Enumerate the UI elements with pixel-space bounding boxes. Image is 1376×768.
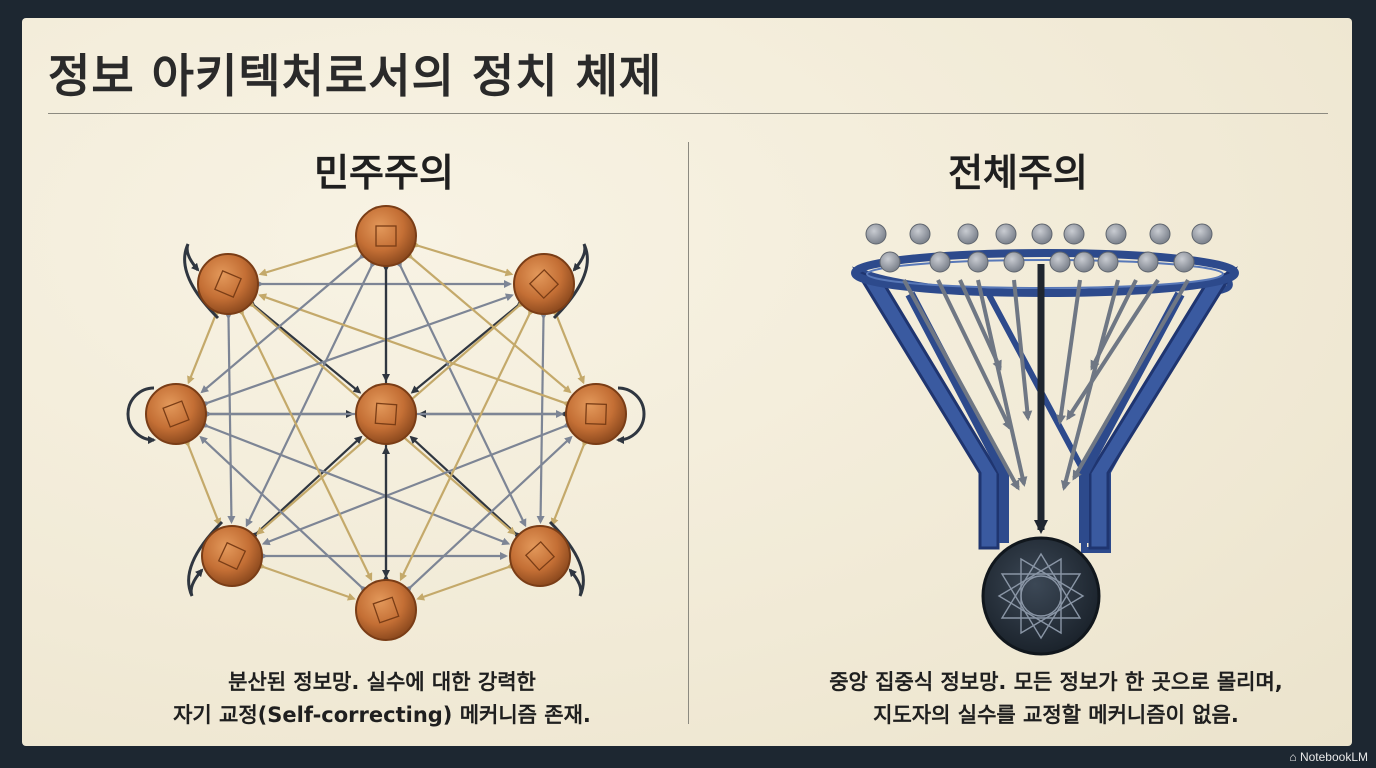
title-divider: [48, 113, 1328, 114]
information-node: [565, 383, 627, 445]
network-link: [536, 311, 548, 525]
information-input-ball: [1149, 223, 1171, 245]
totalitarianism-heading: 전체주의: [948, 151, 1088, 195]
democracy-heading: 민주주의: [314, 151, 454, 195]
information-input-ball: [1173, 251, 1195, 273]
network-link: [404, 251, 572, 394]
network-link: [200, 251, 368, 394]
information-flow-arrow: [902, 279, 1020, 491]
self-correction-loop-arrow: [183, 243, 220, 320]
node-engraving: [374, 402, 398, 426]
central-hub: [981, 536, 1101, 656]
network-link: [245, 259, 378, 528]
information-flow-arrow: [1056, 279, 1082, 425]
information-flow-arrow: [1012, 279, 1033, 421]
network-link: [416, 561, 515, 601]
column-divider: [688, 142, 689, 724]
information-node: [509, 525, 571, 587]
information-node: [355, 205, 417, 267]
network-link: [550, 308, 585, 385]
network-link: [257, 561, 356, 601]
funnel-channel-left: [905, 291, 1009, 543]
information-flow-arrow: [976, 279, 1028, 487]
network-link: [410, 298, 525, 394]
node-engraving: [214, 270, 242, 298]
watermark-text: NotebookLM: [1299, 750, 1368, 764]
notebooklm-watermark: ⌂ NotebookLM: [1289, 750, 1368, 764]
node-engraving: [162, 400, 190, 428]
node-engraving: [375, 225, 397, 247]
information-input-ball: [967, 251, 989, 273]
self-correction-loop-arrow: [187, 520, 224, 597]
information-flow-arrow: [936, 279, 1012, 431]
node-engraving: [524, 540, 556, 572]
information-input-ball: [929, 251, 951, 273]
democracy-caption: 분산된 정보망. 실수에 대한 강력한 자기 교정(Self-correctin…: [102, 666, 662, 732]
information-input-ball: [879, 251, 901, 273]
information-input-ball: [1073, 251, 1095, 273]
self-correction-loop-arrow: [126, 386, 156, 444]
information-flow-arrow: [1072, 279, 1190, 481]
information-input-ball: [1063, 223, 1085, 245]
funnel-rim-inner: [866, 259, 1224, 289]
node-engraving: [372, 596, 400, 624]
information-node: [355, 383, 417, 445]
self-correction-loop-arrow: [616, 386, 646, 444]
notebooklm-logo-icon: ⌂: [1289, 750, 1300, 764]
information-node: [145, 383, 207, 445]
network-link: [403, 435, 573, 594]
network-link: [550, 438, 590, 527]
totalitarianism-caption: 중앙 집중식 정보망. 모든 정보가 한 곳으로 몰리며, 지도자의 실수를 교…: [756, 666, 1352, 732]
node-engraving: [217, 541, 247, 571]
network-link: [224, 311, 236, 525]
information-flow-arrow: [1090, 279, 1138, 371]
information-input-ball: [1031, 223, 1053, 245]
network-link: [411, 240, 514, 277]
node-engraving: [584, 402, 608, 426]
information-flow-arrow: [958, 279, 1002, 371]
information-input-ball: [865, 223, 887, 245]
self-correction-loop-arrow: [548, 520, 585, 597]
slide: 정보 아키텍처로서의 정치 체제 민주주의 전체주의: [22, 18, 1352, 746]
information-node: [201, 525, 263, 587]
network-link: [199, 435, 369, 594]
information-input-ball: [1137, 251, 1159, 273]
information-input-ball: [909, 223, 931, 245]
information-node: [513, 253, 575, 315]
democracy-caption-line2: 자기 교정(Self-correcting) 메커니즘 존재.: [173, 703, 591, 727]
funnel-rim: [851, 249, 1239, 297]
information-input-ball: [1105, 223, 1127, 245]
network-link: [187, 308, 222, 385]
information-input-ball: [1191, 223, 1213, 245]
information-input-ball: [1097, 251, 1119, 273]
information-node: [197, 253, 259, 315]
network-link: [258, 240, 361, 277]
hub-star-pattern: [997, 552, 1085, 640]
democracy-network-diagram: [126, 205, 646, 641]
network-link: [182, 438, 222, 527]
funnel-channel-right: [1079, 291, 1185, 543]
information-input-ball: [995, 223, 1017, 245]
node-engraving: [528, 268, 560, 300]
totalitarianism-caption-line2: 지도자의 실수를 교정할 메커니즘이 없음.: [873, 703, 1239, 727]
information-input-ball: [957, 223, 979, 245]
network-link: [247, 298, 362, 394]
democracy-caption-line1: 분산된 정보망. 실수에 대한 강력한: [228, 670, 536, 694]
information-input-ball: [1003, 251, 1025, 273]
information-node: [355, 579, 417, 641]
network-link: [394, 259, 527, 528]
information-input-ball: [1049, 251, 1071, 273]
information-flow-arrow: [1066, 278, 1160, 421]
totalitarianism-caption-line1: 중앙 집중식 정보망. 모든 정보가 한 곳으로 몰리며,: [829, 670, 1283, 694]
page-title: 정보 아키텍처로서의 정치 체제: [48, 49, 663, 103]
self-correction-loop-arrow: [552, 243, 589, 320]
totalitarian-funnel-diagram: [851, 223, 1239, 656]
